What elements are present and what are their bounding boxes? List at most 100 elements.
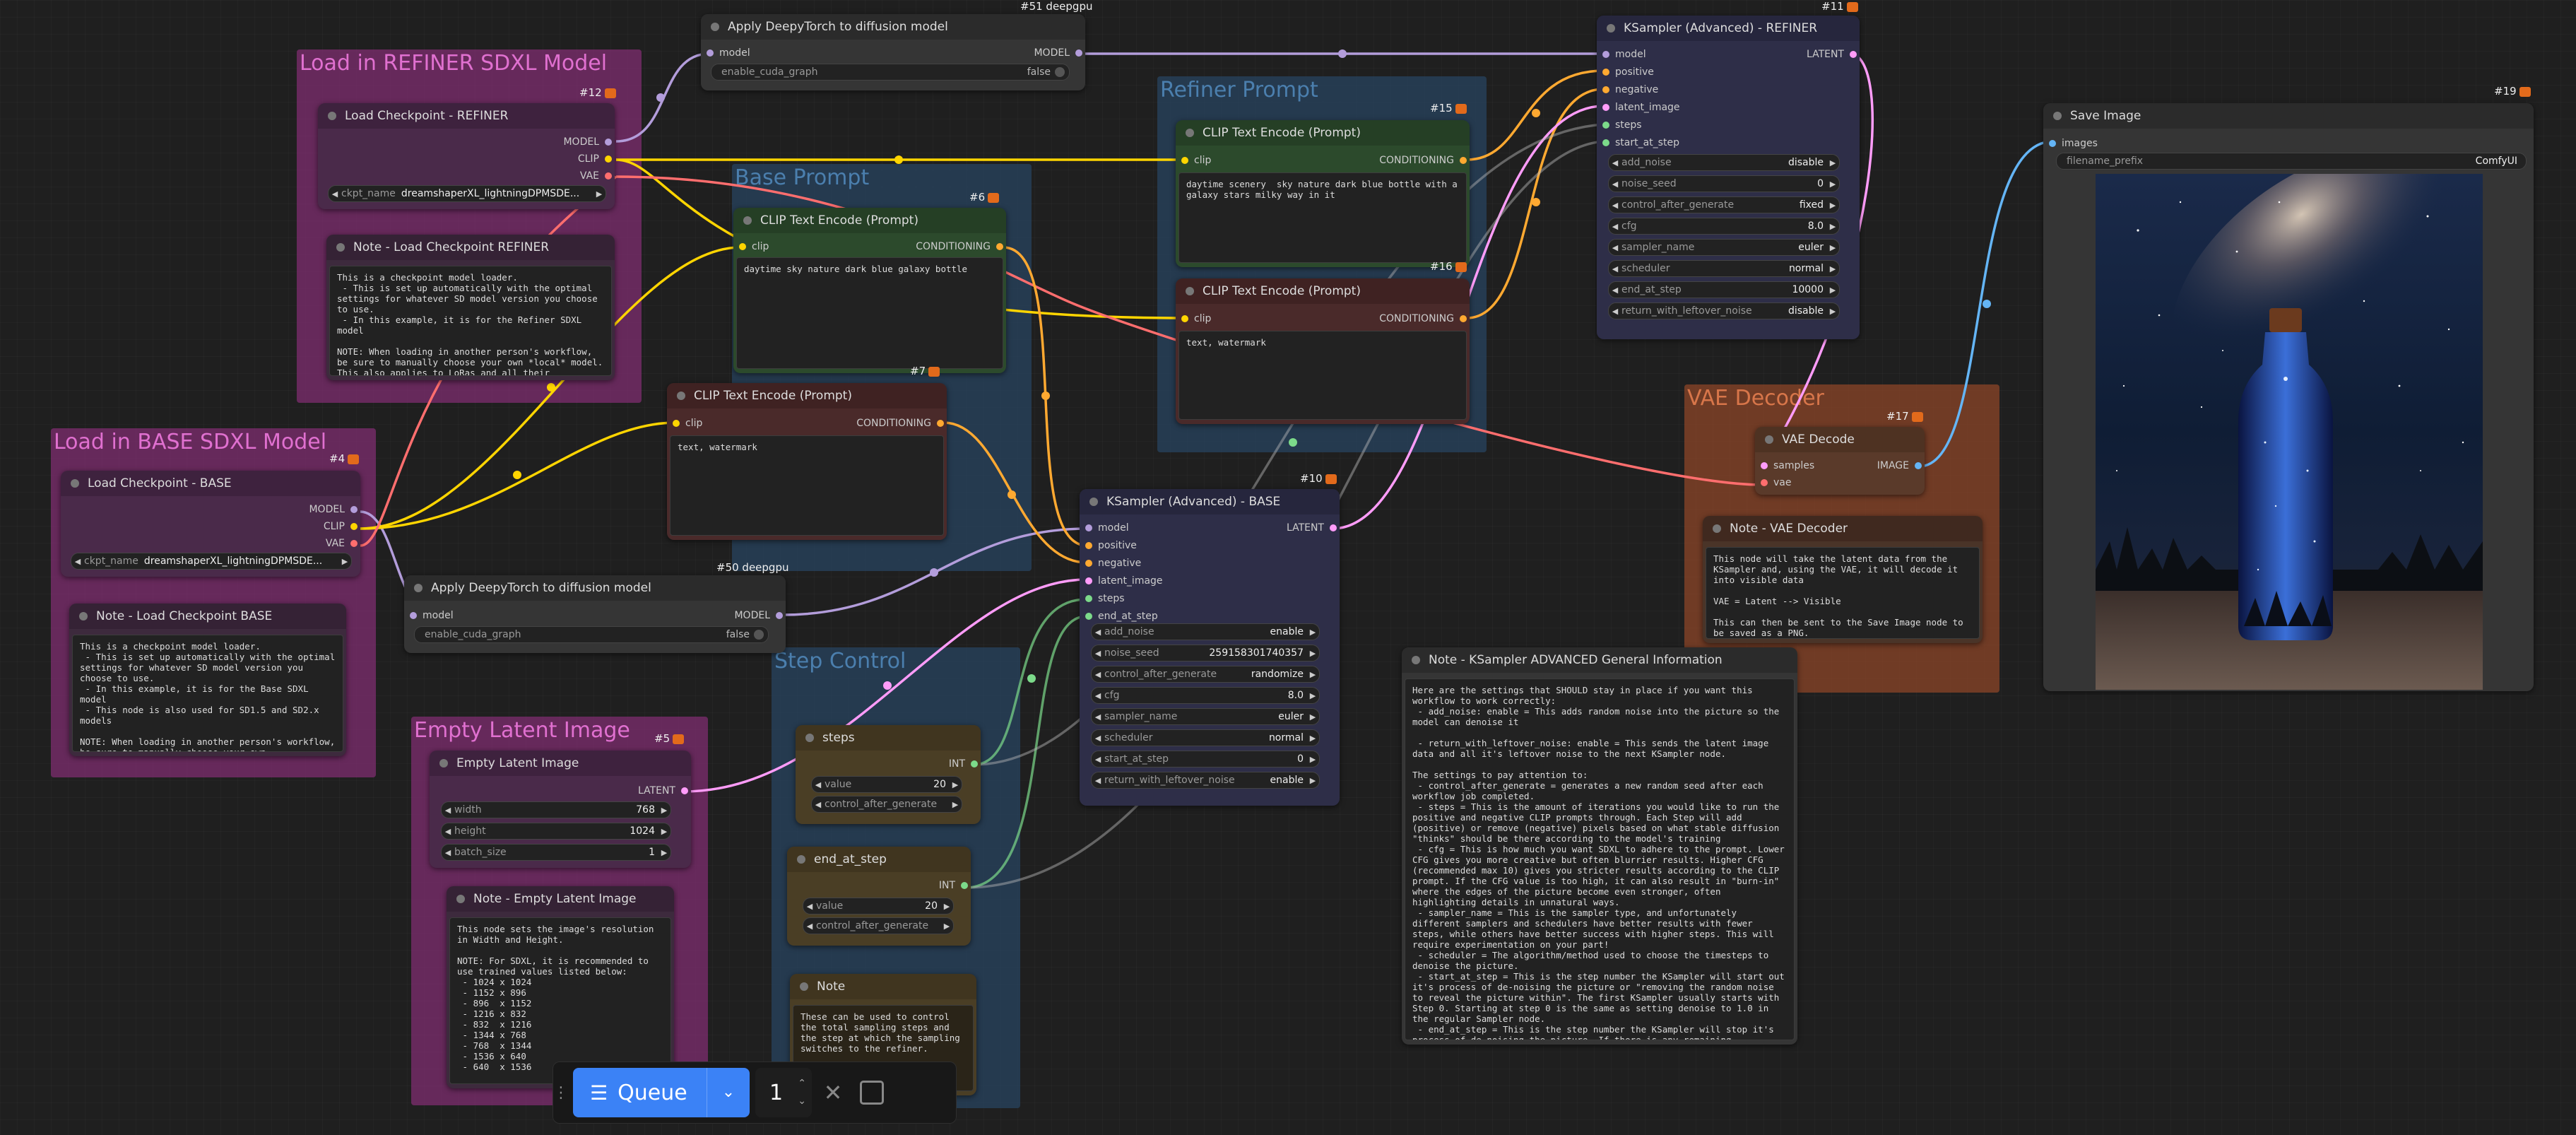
close-icon[interactable]: ✕ xyxy=(823,1079,843,1106)
arrow-right-icon[interactable]: ▶ xyxy=(1829,306,1836,316)
input-start-at-step[interactable]: start_at_step xyxy=(1602,136,1679,149)
arrow-right-icon[interactable]: ▶ xyxy=(1309,669,1316,679)
collapse-dot-icon[interactable] xyxy=(1186,129,1194,137)
arrow-left-icon[interactable]: ◀ xyxy=(1094,775,1101,785)
collapse-dot-icon[interactable] xyxy=(2053,112,2062,120)
arrow-left-icon[interactable]: ◀ xyxy=(444,826,451,836)
prompt-textarea[interactable]: text, watermark xyxy=(1178,331,1467,420)
node-header[interactable]: Apply DeepyTorch to diffusion model xyxy=(701,14,1085,40)
arrow-left-icon[interactable]: ◀ xyxy=(1094,627,1101,637)
arrow-left-icon[interactable]: ◀ xyxy=(1094,648,1101,658)
output-model[interactable]: MODEL xyxy=(734,609,783,622)
input-model[interactable]: model xyxy=(410,609,454,622)
arrow-right-icon[interactable]: ▶ xyxy=(1309,712,1316,722)
arrow-right-icon[interactable]: ▶ xyxy=(1829,200,1836,210)
node-header[interactable]: CLIP Text Encode (Prompt) xyxy=(667,383,947,408)
arrow-right-icon[interactable]: ▶ xyxy=(1309,690,1316,700)
input-clip[interactable]: clip xyxy=(739,240,769,253)
control-after-generate-combo[interactable]: ◀control_after_generate▶ xyxy=(803,917,954,934)
node-header[interactable]: Note - Load Checkpoint REFINER xyxy=(326,235,615,260)
prompt-textarea[interactable]: daytime sky nature dark blue galaxy bott… xyxy=(736,257,1003,369)
node-header[interactable]: Note - VAE Decoder xyxy=(1703,516,1983,541)
input-end-at-step[interactable]: end_at_step xyxy=(1085,610,1158,623)
arrow-right-icon[interactable]: ▶ xyxy=(1309,733,1316,743)
arrow-left-icon[interactable]: ◀ xyxy=(815,780,822,789)
node-load-checkpoint-refiner[interactable]: Load Checkpoint - REFINER MODEL CLIP VAE… xyxy=(318,103,615,209)
output-conditioning[interactable]: CONDITIONING xyxy=(1379,312,1467,325)
input-clip[interactable]: clip xyxy=(673,417,702,430)
collapse-dot-icon[interactable] xyxy=(743,216,752,225)
arrow-left-icon[interactable]: ◀ xyxy=(1612,158,1619,167)
arrow-left-icon[interactable]: ◀ xyxy=(806,921,813,931)
input-positive[interactable]: positive xyxy=(1085,539,1137,552)
note-text[interactable]: This is a checkpoint model loader. - Thi… xyxy=(329,266,612,376)
chevron-down-icon[interactable]: ⌄ xyxy=(707,1068,750,1117)
collapse-dot-icon[interactable] xyxy=(797,855,805,864)
arrow-right-icon[interactable]: ▶ xyxy=(952,799,959,809)
output-image-preview[interactable] xyxy=(2096,174,2483,690)
node-load-checkpoint-base[interactable]: Load Checkpoint - BASE MODEL CLIP VAE ◀c… xyxy=(61,471,360,577)
arrow-left-icon[interactable]: ◀ xyxy=(815,799,822,809)
node-ksampler-refiner[interactable]: KSampler (Advanced) - REFINER LATENT mod… xyxy=(1597,16,1860,339)
collapse-dot-icon[interactable] xyxy=(439,759,448,768)
node-header[interactable]: Note xyxy=(790,974,976,999)
prompt-textarea[interactable]: daytime scenery sky nature dark blue bot… xyxy=(1178,172,1467,263)
node-header[interactable]: CLIP Text Encode (Prompt) xyxy=(1176,278,1470,304)
output-conditioning[interactable]: CONDITIONING xyxy=(856,417,944,430)
collapse-dot-icon[interactable] xyxy=(805,734,814,742)
input-steps[interactable]: steps xyxy=(1085,592,1125,605)
arrow-right-icon[interactable]: ▶ xyxy=(596,189,603,199)
prompt-textarea[interactable]: text, watermark xyxy=(670,435,944,536)
output-image[interactable]: IMAGE xyxy=(1877,459,1922,472)
note-text[interactable]: This node sets the image's resolution in… xyxy=(449,917,671,1084)
input-samples[interactable]: samples xyxy=(1761,459,1814,472)
node-clip-text-encode-refiner-negative[interactable]: CLIP Text Encode (Prompt) clip CONDITION… xyxy=(1176,278,1470,424)
arrow-left-icon[interactable]: ◀ xyxy=(806,901,813,911)
arrow-right-icon[interactable]: ▶ xyxy=(661,826,668,836)
arrow-left-icon[interactable]: ◀ xyxy=(1094,690,1101,700)
arrow-left-icon[interactable]: ◀ xyxy=(74,556,81,566)
output-model[interactable]: MODEL xyxy=(1034,47,1082,59)
node-apply-deepytorch-50[interactable]: Apply DeepyTorch to diffusion model mode… xyxy=(404,575,786,653)
note-empty-latent-image[interactable]: Note - Empty Latent Image This node sets… xyxy=(447,886,674,1088)
output-model[interactable]: MODEL xyxy=(309,503,358,516)
output-model[interactable]: MODEL xyxy=(563,136,612,148)
collapse-dot-icon[interactable] xyxy=(79,612,88,621)
node-clip-text-encode-base-positive[interactable]: CLIP Text Encode (Prompt) clip CONDITION… xyxy=(733,208,1006,373)
arrow-left-icon[interactable]: ◀ xyxy=(1612,242,1619,252)
node-header[interactable]: end_at_step xyxy=(787,847,971,872)
output-vae[interactable]: VAE xyxy=(326,537,358,550)
stop-square-icon[interactable] xyxy=(860,1081,884,1105)
arrow-right-icon[interactable]: ▶ xyxy=(1829,179,1836,189)
arrow-right-icon[interactable]: ▶ xyxy=(341,556,348,566)
arrow-left-icon[interactable]: ◀ xyxy=(1094,669,1101,679)
input-images[interactable]: images xyxy=(2049,137,2098,150)
note-ksampler-advanced[interactable]: Note - KSampler ADVANCED General Informa… xyxy=(1402,647,1797,1045)
node-header[interactable]: steps xyxy=(796,725,981,751)
node-header[interactable]: Note - Empty Latent Image xyxy=(447,886,674,912)
note-load-checkpoint-base[interactable]: Note - Load Checkpoint BASE This is a ch… xyxy=(69,604,346,756)
input-latent-image[interactable]: latent_image xyxy=(1602,101,1680,114)
arrow-right-icon[interactable]: ▶ xyxy=(1309,648,1316,658)
output-latent[interactable]: LATENT xyxy=(1287,522,1337,534)
arrow-left-icon[interactable]: ◀ xyxy=(1612,221,1619,231)
